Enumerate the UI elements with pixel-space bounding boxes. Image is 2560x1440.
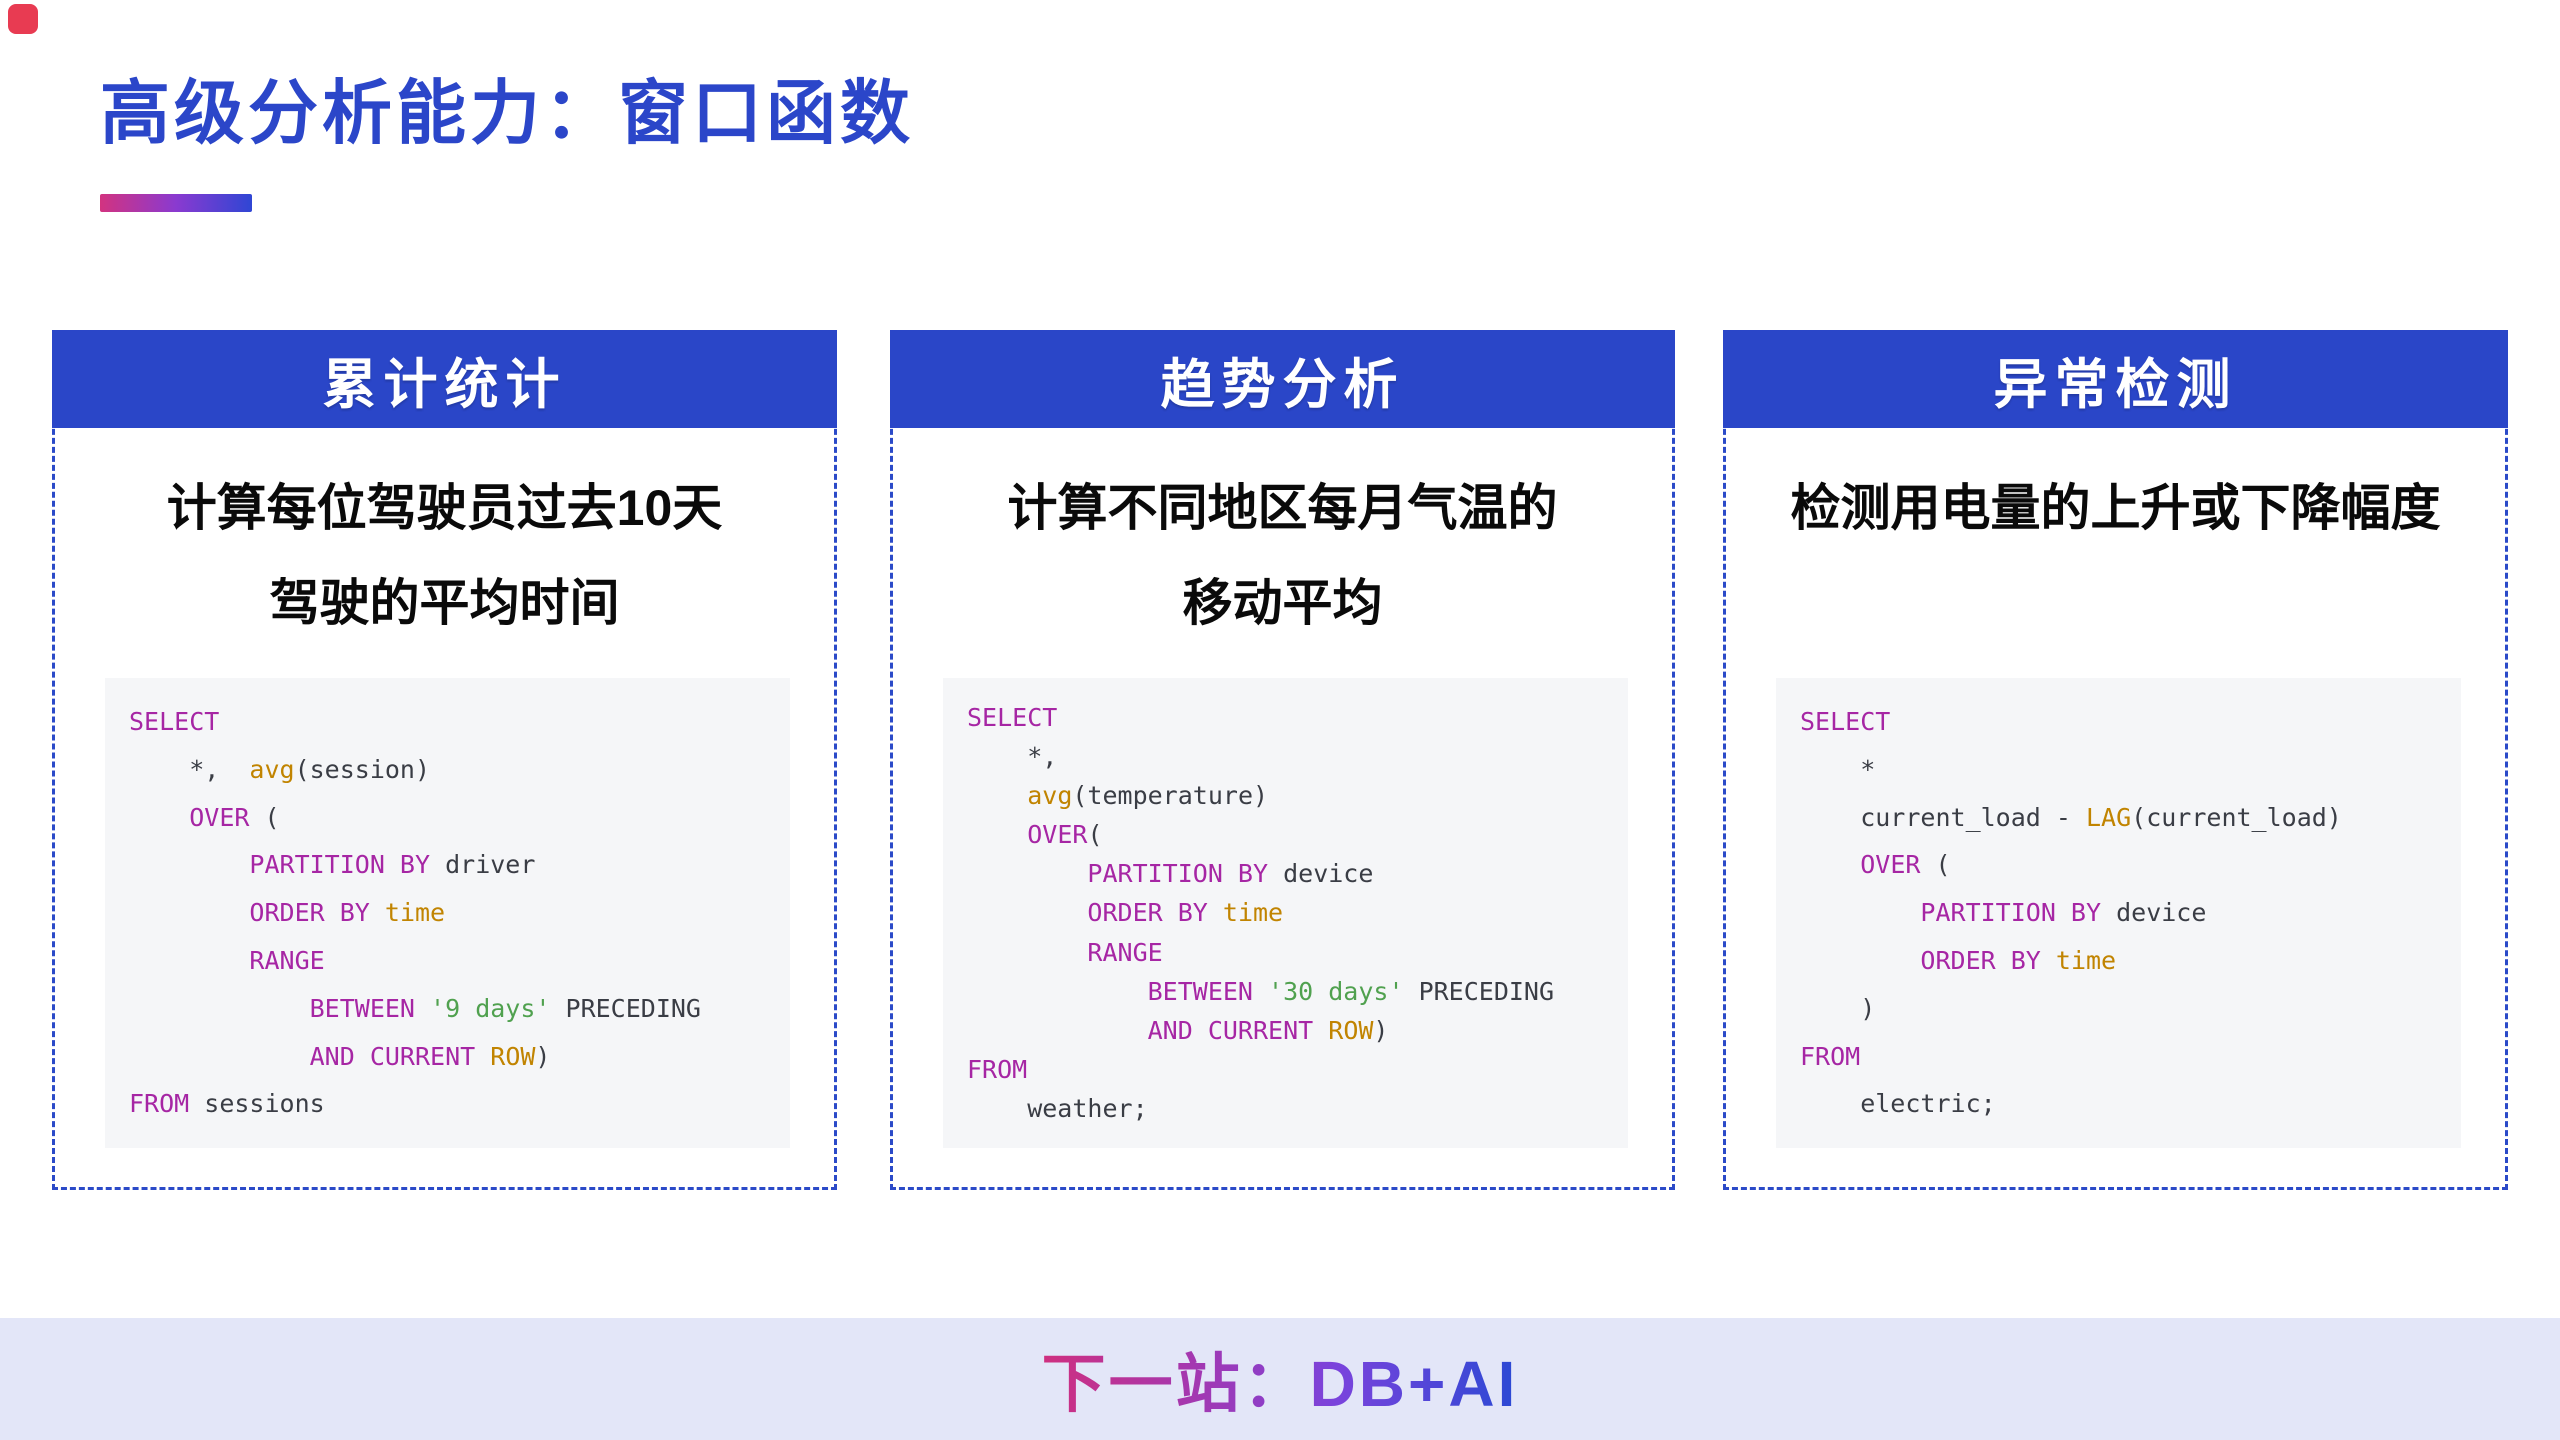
code-line: OVER ( xyxy=(189,802,280,832)
code-line: avg(temperature) xyxy=(1027,781,1269,811)
code-line: AND CURRENT ROW) xyxy=(309,1041,551,1071)
code-line: PARTITION BY device xyxy=(1087,859,1374,889)
code-line: BETWEEN '9 days' PRECEDING xyxy=(309,993,701,1023)
code-line: * xyxy=(1800,754,1876,784)
code-line: FROM xyxy=(967,1054,1028,1084)
sql-code-block: SELECT *, avg(temperature) OVER( PARTITI… xyxy=(943,678,1628,1148)
code-line: RANGE xyxy=(1087,937,1163,967)
card-desc-line: 检测用电量的上升或下降幅度 xyxy=(1790,480,2441,536)
code-line: FROM sessions xyxy=(129,1089,325,1119)
title-underline xyxy=(100,194,252,212)
footer-text: 下一站：DB+AI xyxy=(1042,1333,1519,1425)
code-line: current_load - LAG(current_load) xyxy=(1800,802,2342,832)
code-line: ORDER BY time xyxy=(249,898,446,928)
code-line: *, avg(session) xyxy=(129,754,431,784)
code-line: weather; xyxy=(967,1093,1148,1123)
card-trend-analysis: 趋势分析 计算不同地区每月气温的移动平均 SELECT *, avg(tempe… xyxy=(890,330,1675,1190)
code-line: electric; xyxy=(1800,1089,1996,1119)
code-line: PARTITION BY driver xyxy=(249,850,536,880)
card-desc-line: 驾驶的平均时间 xyxy=(269,575,620,631)
card-header: 趋势分析 xyxy=(890,330,1675,428)
code-line: OVER( xyxy=(1027,820,1103,850)
code-line: PARTITION BY device xyxy=(1920,898,2207,928)
code-line: SELECT xyxy=(967,703,1058,732)
card-description: 计算不同地区每月气温的移动平均 xyxy=(893,431,1672,651)
card-cumulative-stats: 累计统计 计算每位驾驶员过去10天驾驶的平均时间 SELECT *, avg(s… xyxy=(52,330,837,1190)
card-desc-line: 移动平均 xyxy=(1182,575,1383,631)
code-line: ) xyxy=(1800,993,1876,1023)
code-line: SELECT xyxy=(1800,707,1891,736)
page-title: 高级分析能力：窗口函数 xyxy=(100,74,914,152)
code-line: SELECT xyxy=(129,707,220,736)
code-line: AND CURRENT ROW) xyxy=(1147,1015,1389,1045)
card-header: 异常检测 xyxy=(1723,330,2508,428)
card-anomaly-detection: 异常检测 检测用电量的上升或下降幅度 SELECT * current_load… xyxy=(1723,330,2508,1190)
card-header: 累计统计 xyxy=(52,330,837,428)
code-line: BETWEEN '30 days' PRECEDING xyxy=(1147,976,1555,1006)
sql-code-block: SELECT * current_load - LAG(current_load… xyxy=(1776,678,2461,1148)
code-line: RANGE xyxy=(249,945,325,975)
code-line: FROM xyxy=(1800,1041,1861,1071)
code-line: ORDER BY time xyxy=(1087,898,1284,928)
card-desc-line: 计算不同地区每月气温的 xyxy=(1007,480,1558,536)
code-line: OVER ( xyxy=(1860,850,1951,880)
card-desc-line: 计算每位驾驶员过去10天 xyxy=(166,480,723,536)
corner-accent xyxy=(8,4,38,34)
code-line: ORDER BY time xyxy=(1920,945,2117,975)
card-description: 检测用电量的上升或下降幅度 xyxy=(1726,431,2505,556)
card-description: 计算每位驾驶员过去10天驾驶的平均时间 xyxy=(55,431,834,651)
footer-banner: 下一站：DB+AI xyxy=(0,1318,2560,1440)
sql-code-block: SELECT *, avg(session) OVER ( PARTITION … xyxy=(105,678,790,1148)
code-line: *, xyxy=(967,742,1058,772)
